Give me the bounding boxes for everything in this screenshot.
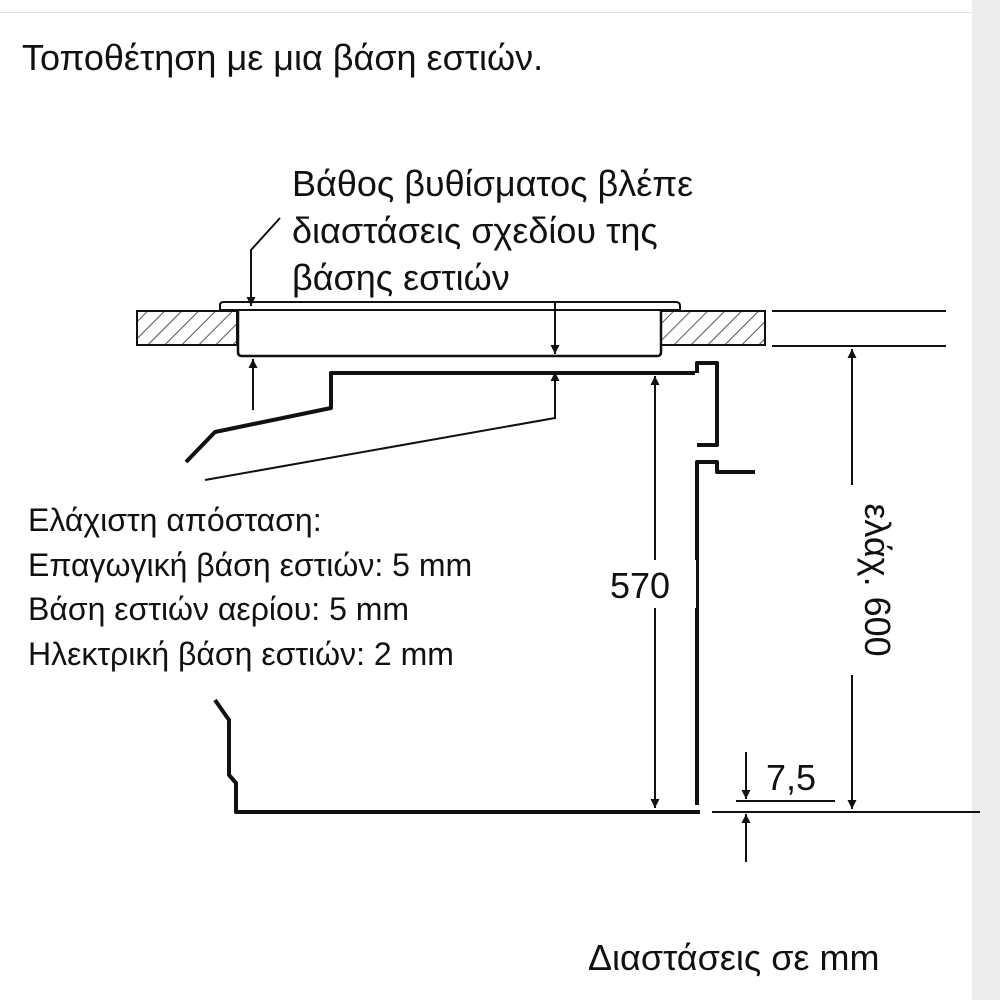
- offset-label: 7,5: [766, 757, 816, 798]
- oven-height-label: 570: [610, 565, 670, 606]
- callout-line-3: βάσης εστιών: [292, 257, 510, 298]
- hob-body: [236, 310, 663, 358]
- oven-front-upper: [695, 361, 719, 447]
- min-distance-electric: Ηλεκτρική βάση εστιών: 2 mm: [28, 636, 454, 672]
- units-footer: Διαστάσεις σε mm: [588, 937, 879, 978]
- oven-front-lower: [695, 460, 755, 805]
- page-title: Τοποθέτηση με μια βάση εστιών.: [22, 37, 543, 78]
- right-margin-strip: [972, 0, 1000, 1000]
- min-distance-arrow: [204, 372, 560, 481]
- callout-line-1: Βάθος βυθίσματος βλέπε: [292, 163, 693, 204]
- hob-top-plate: [219, 301, 681, 311]
- min-distance-gas: Βάση εστιών αερίου: 5 mm: [28, 591, 409, 627]
- worktop-left: [136, 310, 238, 346]
- oven-top-outline: [184, 371, 695, 464]
- oven-height-label-bg: [606, 560, 696, 608]
- callout-leader-arrow: [246, 217, 281, 306]
- min-distance-heading: Ελάχιστη απόσταση:: [28, 502, 322, 538]
- oven-knob: [732, 473, 756, 495]
- min-distance-induction: Επαγωγική βάση εστιών: 5 mm: [28, 547, 472, 583]
- top-divider: [0, 12, 972, 13]
- worktop-right: [660, 310, 766, 346]
- callout-line-2: διαστάσεις σχεδίου της: [292, 210, 658, 251]
- niche-height-label: ελάχ. 600: [857, 503, 898, 656]
- niche-height-label-bg: [830, 485, 874, 675]
- oven-bottom-outline: [213, 698, 700, 814]
